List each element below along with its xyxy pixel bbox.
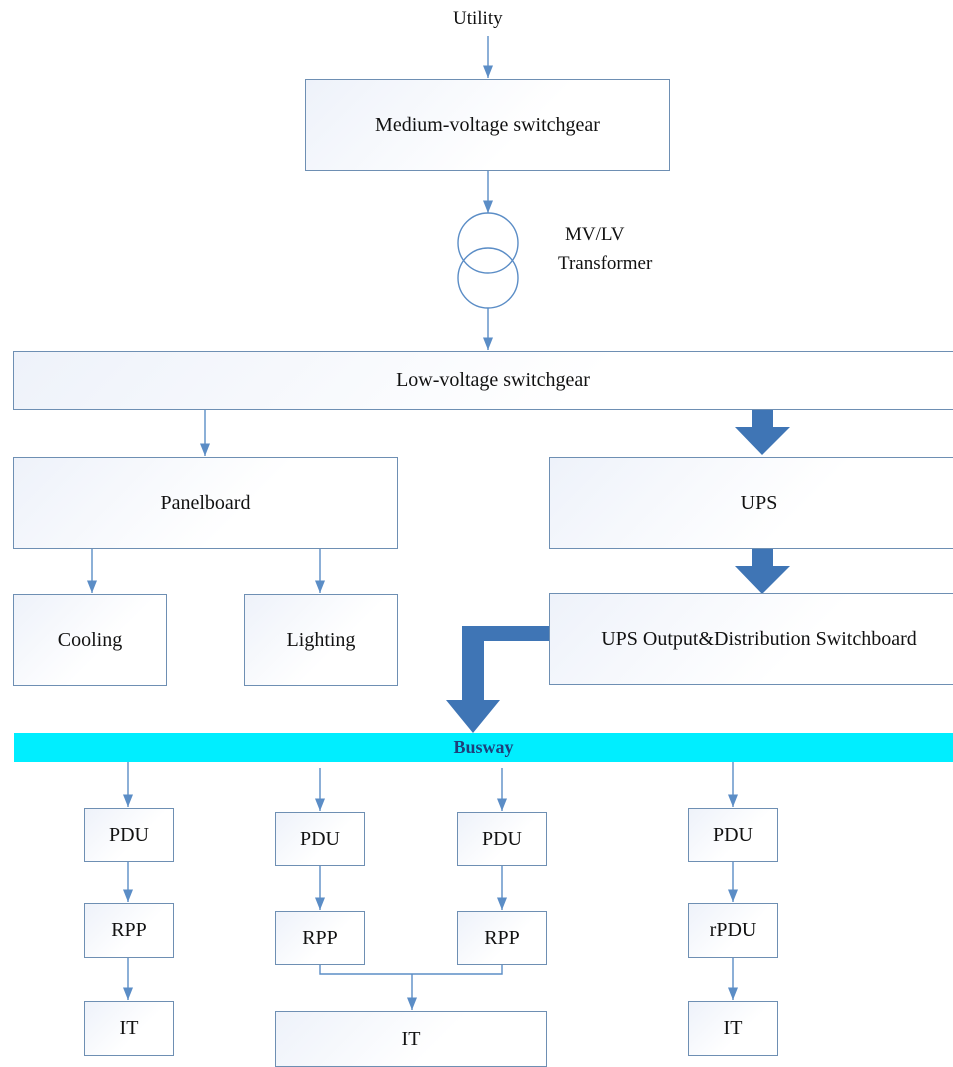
transformer-winding-secondary bbox=[457, 247, 519, 309]
rpdu-box: rPDU bbox=[688, 903, 778, 958]
busway-bar: Busway bbox=[14, 733, 953, 762]
panelboard-box: Panelboard bbox=[13, 457, 398, 549]
shared-it-box: IT bbox=[275, 1011, 547, 1067]
lighting-box: Lighting bbox=[244, 594, 398, 686]
utility-label: Utility bbox=[453, 8, 503, 29]
lv-switchgear-box: Low-voltage switchgear bbox=[13, 351, 953, 410]
mv-switchgear-box: Medium-voltage switchgear bbox=[305, 79, 670, 171]
rpp-box-1: RPP bbox=[84, 903, 174, 958]
it-box-1: IT bbox=[84, 1001, 174, 1056]
thick-arrow-lv-to-ups bbox=[735, 410, 790, 455]
cooling-box: Cooling bbox=[13, 594, 167, 686]
it-box-4: IT bbox=[688, 1001, 778, 1056]
thick-arrow-ups-to-output bbox=[735, 549, 790, 594]
pdu-box-1: PDU bbox=[84, 808, 174, 862]
line-rpp2-rpp3-join bbox=[319, 965, 503, 975]
transformer-label-line1: MV/LV bbox=[565, 224, 625, 245]
transformer-winding-primary bbox=[457, 212, 519, 274]
pdu-box-2: PDU bbox=[275, 812, 365, 866]
rpp-box-2: RPP bbox=[275, 911, 365, 965]
ups-output-distribution-switchboard-box: UPS Output&Distribution Switchboard bbox=[549, 593, 953, 685]
transformer-label-line2: Transformer bbox=[558, 253, 653, 274]
pdu-box-4: PDU bbox=[688, 808, 778, 862]
rpp-box-3: RPP bbox=[457, 911, 547, 965]
ups-box: UPS bbox=[549, 457, 953, 549]
pdu-box-3: PDU bbox=[457, 812, 547, 866]
thick-arrow-output-to-busway bbox=[446, 626, 549, 733]
